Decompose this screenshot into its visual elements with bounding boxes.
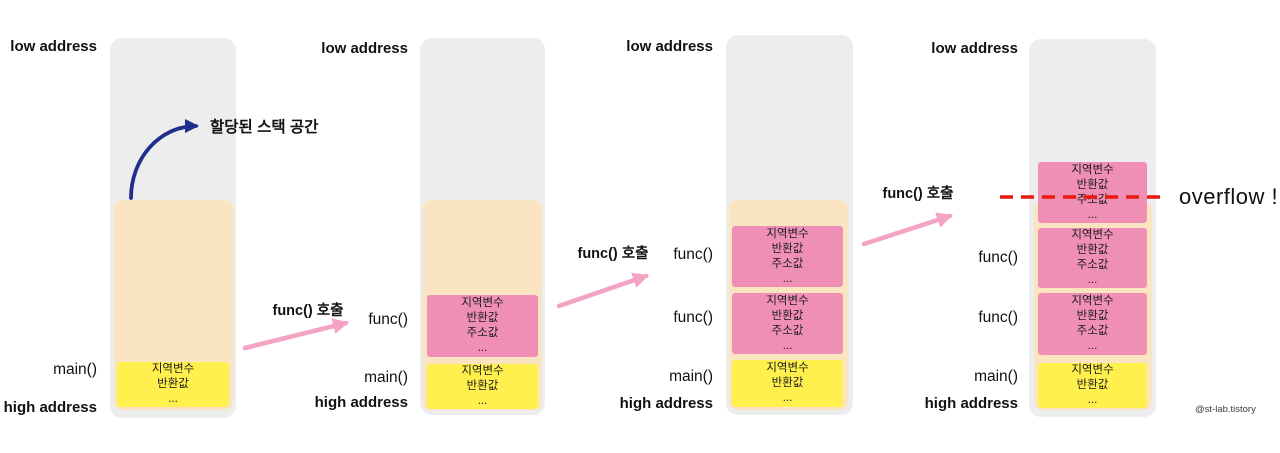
main-label: main() [364,369,408,386]
func-label: func() [673,309,713,326]
func-label: func() [673,246,713,263]
func-label: func() [978,309,1018,326]
func-stack-frame-overflowing: 지역변수 반환값 주소값 ... [1038,162,1147,223]
high-address-label: high address [924,395,1018,412]
func-stack-frame: 지역변수 반환값 주소값 ... [427,295,538,357]
low-address-label: low address [10,38,97,55]
high-address-label: high address [314,394,408,411]
main-stack-frame: 지역변수 반환값 ... [1038,363,1147,408]
credit-watermark: @st-lab.tistory [1195,404,1256,415]
func-stack-frame: 지역변수 반환값 주소값 ... [1038,293,1147,355]
func-call-label-1: func() 호출 [272,303,344,319]
func-call-label-3: func() 호출 [882,186,954,202]
main-stack-frame: 지역변수 반환값 ... [427,364,538,409]
func-stack-frame: 지역변수 반환값 주소값 ... [1038,228,1147,288]
high-address-label: high address [619,395,713,412]
main-label: main() [669,368,713,385]
func-label: func() [978,249,1018,266]
func-stack-frame: 지역변수 반환값 주소값 ... [732,293,843,354]
low-address-label: low address [931,40,1018,57]
func-call-arrow-2 [556,272,649,309]
low-address-label: low address [321,40,408,57]
main-label: main() [53,361,97,378]
func-call-label-2: func() 호출 [577,246,649,262]
func-label: func() [368,311,408,328]
overflow-label: overflow ! [1179,184,1279,209]
allocated-stack-note: 할당된 스택 공간 [210,119,319,136]
low-address-label: low address [626,38,713,55]
func-call-arrow-3 [861,212,953,247]
high-address-label: high address [3,399,97,416]
func-stack-frame: 지역변수 반환값 주소값 ... [732,226,843,287]
main-stack-frame: 지역변수 반환값 ... [117,362,229,407]
main-label: main() [974,368,1018,385]
main-stack-frame: 지역변수 반환값 ... [732,360,843,407]
